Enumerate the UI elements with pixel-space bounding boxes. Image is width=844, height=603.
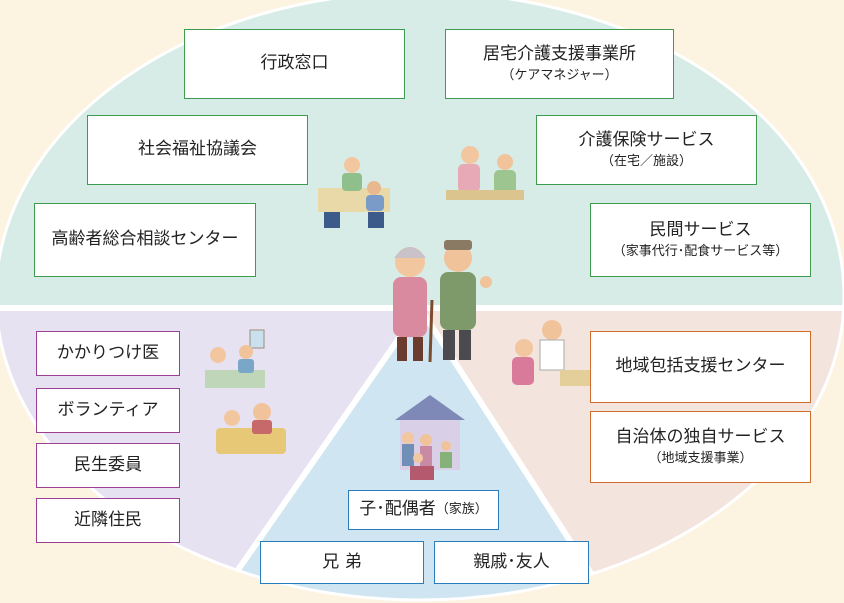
gyosei-box: 行政窓口 <box>184 29 405 99</box>
ko-sublabel: （家族） <box>435 501 488 517</box>
kyotaku-box: 居宅介護支援事業所 （ケアマネジャー） <box>445 29 674 99</box>
kaigo-label: 介護保険サービス <box>578 129 715 150</box>
minsei-box: 民生委員 <box>36 443 180 488</box>
jichitai-sublabel: （地域支援事業） <box>648 451 753 466</box>
chiiki-box: 地域包括支援センター <box>590 331 811 403</box>
ko-box: 子･配偶者 （家族） <box>348 490 499 530</box>
home-care-icon <box>205 329 286 454</box>
care-service-icon <box>446 146 524 200</box>
minsei-label: 民生委員 <box>74 454 142 475</box>
chiiki-label: 地域包括支援センター <box>615 356 786 377</box>
shinseki-label: 親戚･友人 <box>473 551 550 572</box>
jichitai-box: 自治体の独自サービス （地域支援事業） <box>590 411 811 483</box>
office-meeting-icon <box>318 157 390 228</box>
kaigo-box: 介護保険サービス （在宅／施設） <box>536 115 757 185</box>
kakari-box: かかりつけ医 <box>36 331 180 376</box>
koreisha-box: 高齢者総合相談センター <box>34 203 256 277</box>
jichitai-label: 自治体の独自サービス <box>615 426 786 447</box>
kyotaku-sublabel: （ケアマネジャー） <box>501 68 618 83</box>
elderly-couple-icon <box>393 240 492 363</box>
shinseki-box: 親戚･友人 <box>434 541 589 584</box>
minkan-sublabel: （家事代行･配食サービス等） <box>612 244 789 259</box>
family-home-icon <box>395 395 465 480</box>
shakai-box: 社会福祉協議会 <box>87 115 308 185</box>
koreisha-label: 高齢者総合相談センター <box>51 229 239 250</box>
kyodai-box: 兄 弟 <box>260 541 424 584</box>
doctor-visit-icon <box>512 320 590 386</box>
kakari-label: かかりつけ医 <box>56 342 160 363</box>
gyosei-label: 行政窓口 <box>260 53 329 74</box>
minkan-box: 民間サービス （家事代行･配食サービス等） <box>590 203 811 277</box>
minkan-label: 民間サービス <box>649 219 752 240</box>
kyodai-label: 兄 弟 <box>322 551 362 572</box>
volunteer-box: ボランティア <box>36 388 180 433</box>
volunteer-label: ボランティア <box>57 399 159 420</box>
kinrin-label: 近隣住民 <box>74 509 142 530</box>
shakai-label: 社会福祉協議会 <box>138 139 257 160</box>
kinrin-box: 近隣住民 <box>36 498 180 543</box>
kaigo-sublabel: （在宅／施設） <box>600 154 692 169</box>
kyotaku-label: 居宅介護支援事業所 <box>483 43 636 64</box>
ko-label: 子･配偶者 <box>359 499 436 520</box>
